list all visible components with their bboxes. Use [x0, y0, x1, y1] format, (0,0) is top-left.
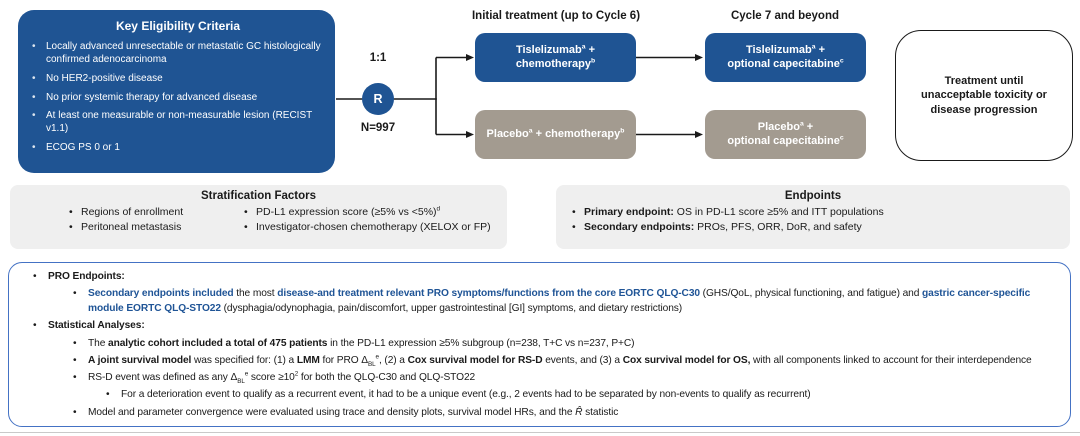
- stats-item-rsd-definition: RS-D event was defined as any ΔBLe score…: [71, 371, 1058, 386]
- arm-placebo-cycle7: Placeboa +optional capecitabinec: [705, 110, 866, 159]
- stratification-column-left: Regions of enrollment Peritoneal metasta…: [67, 205, 242, 234]
- randomization-ratio: 1:1: [369, 52, 387, 64]
- stratification-column-right: PD-L1 expression score (≥5% vs <5%)d Inv…: [242, 205, 507, 234]
- stats-item-convergence: Model and parameter convergence were eva…: [71, 406, 1058, 421]
- statistical-analyses-heading: Statistical Analyses:: [31, 319, 1058, 334]
- endpoints-panel: Endpoints Primary endpoint: OS in PD-L1 …: [556, 185, 1070, 249]
- stratification-title: Stratification Factors: [200, 190, 317, 202]
- pro-endpoints-heading: PRO Endpoints:: [31, 270, 1058, 285]
- stratification-item: PD-L1 expression score (≥5% vs <5%)d: [242, 205, 507, 220]
- endpoints-title: Endpoints: [784, 190, 842, 202]
- initial-treatment-header: Initial treatment (up to Cycle 6): [471, 10, 641, 22]
- pro-statistics-panel: PRO Endpoints: Secondary endpoints inclu…: [8, 262, 1071, 427]
- arm-label: Placeboa +optional capecitabinec: [727, 120, 844, 147]
- arm-label: Tislelizumaba +chemotherapyb: [515, 43, 596, 70]
- randomization-r-label: R: [373, 92, 383, 106]
- stats-item-joint-survival-model: A joint survival model was specified for…: [71, 354, 1058, 369]
- pro-endpoints-detail: Secondary endpoints included the most di…: [71, 287, 1058, 317]
- eligibility-item: At least one measurable or non-measurabl…: [31, 109, 325, 135]
- endpoints-list: Primary endpoint: OS in PD-L1 score ≥5% …: [570, 205, 1070, 234]
- cycle7-header: Cycle 7 and beyond: [730, 10, 839, 22]
- eligibility-item: Locally advanced unresectable or metasta…: [31, 40, 325, 66]
- stratification-columns: Regions of enrollment Peritoneal metasta…: [10, 205, 507, 234]
- stratification-item: Regions of enrollment: [67, 205, 242, 220]
- arm-label: Tislelizumaba +optional capecitabinec: [727, 43, 844, 70]
- enrollment-count: N=997: [360, 122, 396, 134]
- eligibility-panel: Key Eligibility Criteria Locally advance…: [18, 10, 335, 173]
- endpoint-primary: Primary endpoint: OS in PD-L1 score ≥5% …: [570, 205, 1070, 220]
- eligibility-item: No HER2-positive disease: [31, 72, 325, 85]
- stats-subitem-recurrent-event: For a deterioration event to qualify as …: [104, 388, 1058, 403]
- eligibility-item: No prior systemic therapy for advanced d…: [31, 91, 325, 104]
- arm-tislelizumab-initial: Tislelizumaba +chemotherapyb: [475, 33, 636, 82]
- eligibility-item: ECOG PS 0 or 1: [31, 141, 325, 154]
- footer-divider: [0, 432, 1080, 433]
- stratification-item: Investigator-chosen chemotherapy (XELOX …: [242, 220, 507, 235]
- stats-item-analytic-cohort: The analytic cohort included a total of …: [71, 337, 1058, 352]
- arm-placebo-initial: Placeboa + chemotherapyb: [475, 110, 636, 159]
- stratification-panel: Stratification Factors Regions of enroll…: [10, 185, 507, 249]
- eligibility-title: Key Eligibility Criteria: [115, 19, 241, 33]
- stratification-item: Peritoneal metastasis: [67, 220, 242, 235]
- randomization-circle: R: [362, 83, 394, 115]
- arm-label: Placeboa + chemotherapyb: [486, 126, 625, 140]
- continuation-note: Treatment until unacceptable toxicity or…: [895, 30, 1073, 161]
- endpoint-secondary: Secondary endpoints: PROs, PFS, ORR, DoR…: [570, 220, 1070, 235]
- arm-tislelizumab-cycle7: Tislelizumaba +optional capecitabinec: [705, 33, 866, 82]
